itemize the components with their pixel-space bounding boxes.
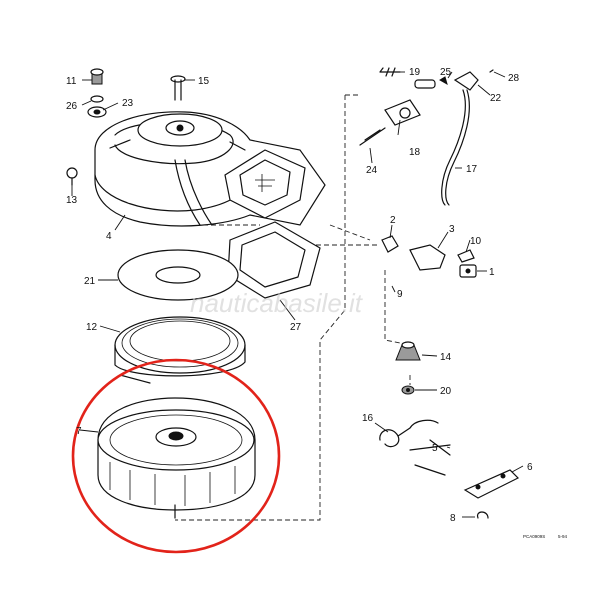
label-22: 22	[490, 93, 502, 104]
label-23: 23	[122, 98, 134, 109]
parts-14-20	[395, 341, 421, 395]
label-8: 8	[450, 513, 456, 524]
parts-2-3-10-1-lockout	[381, 235, 477, 278]
label-26: 26	[66, 101, 78, 112]
label-2: 2	[390, 215, 396, 226]
parts-16-5-6-8-pawl	[379, 419, 520, 519]
part-27-gasket	[227, 221, 321, 299]
watermark-text: nauticabasile.it	[190, 288, 364, 318]
label-4: 4	[106, 231, 112, 242]
label-14: 14	[440, 352, 452, 363]
label-10: 10	[470, 236, 482, 247]
label-13: 13	[66, 195, 78, 206]
label-12: 12	[86, 322, 98, 333]
label-3: 3	[449, 224, 455, 235]
label-7: 7	[76, 426, 82, 437]
leader-lines	[71, 71, 524, 518]
label-24: 24	[366, 165, 378, 176]
part-7-pulley	[97, 397, 256, 519]
label-21: 21	[84, 276, 96, 287]
label-19: 19	[409, 67, 421, 78]
label-15: 15	[198, 76, 210, 87]
label-9: 9	[397, 289, 403, 300]
label-28: 28	[508, 73, 520, 84]
drawing-date: 5-94	[558, 534, 568, 539]
label-6: 6	[527, 462, 533, 473]
label-20: 20	[440, 386, 452, 397]
part-21-disc	[117, 249, 239, 301]
part-number-labels: 11 26 23 13 4 15 21 12 7 27 19 25 28 22 …	[66, 67, 533, 524]
label-25: 25	[440, 67, 452, 78]
drawing-code: PCA0909S	[523, 534, 545, 539]
label-1: 1	[489, 267, 495, 278]
label-5: 5	[432, 443, 438, 454]
part-12-spring	[114, 316, 246, 384]
label-11: 11	[66, 76, 77, 87]
label-17: 17	[466, 164, 478, 175]
part-4-housing	[94, 111, 326, 227]
part-15-bolt	[170, 75, 186, 101]
highlight-circle	[71, 358, 281, 554]
label-16: 16	[362, 413, 374, 424]
label-27: 27	[290, 322, 302, 333]
label-18: 18	[409, 147, 421, 158]
parts-11-26-23-13-fasteners	[66, 68, 107, 186]
parts-19-25-28-22-linkage	[359, 67, 494, 206]
